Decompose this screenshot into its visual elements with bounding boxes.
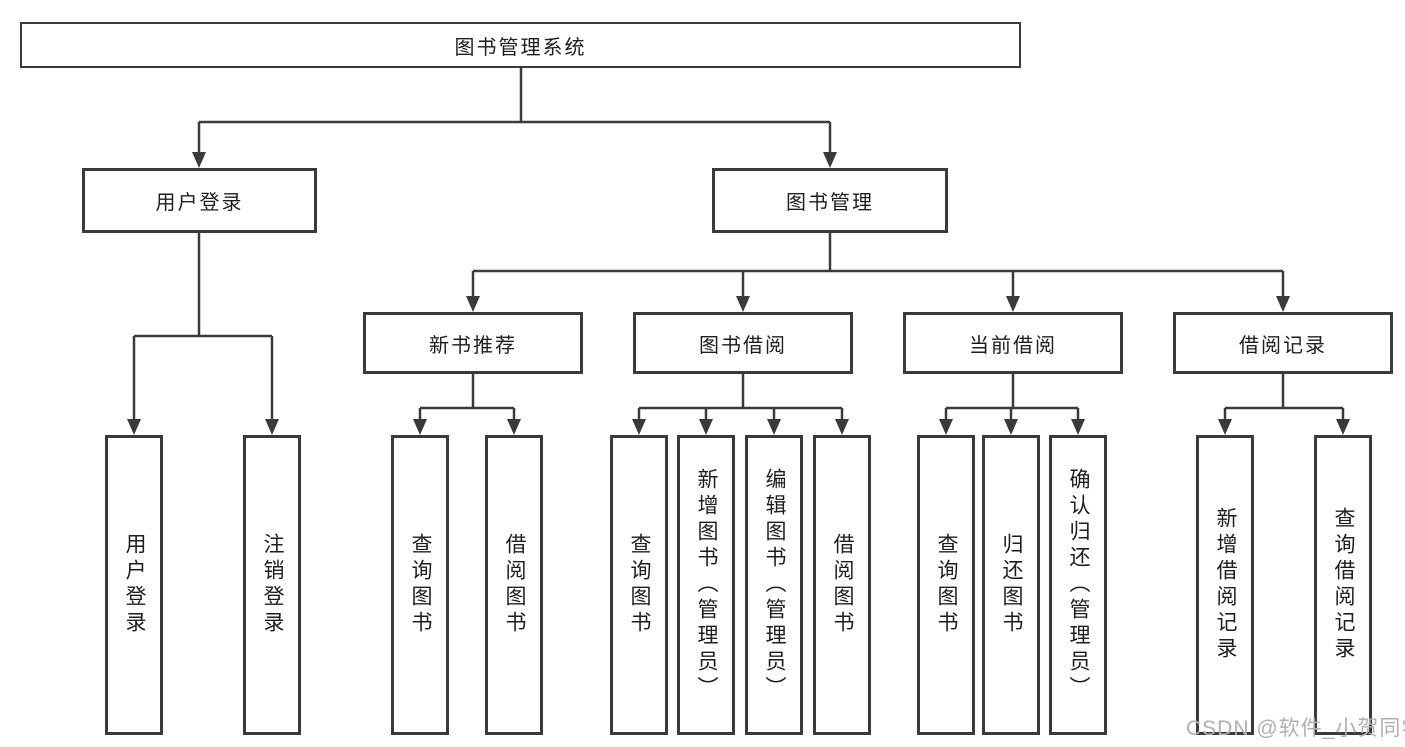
leaf-query-borrow-record: 查询借阅记录: [1314, 435, 1372, 735]
leaf-borrow-books-borrowing: 借阅图书: [813, 435, 871, 735]
node-label: 确认归还（管理员）: [1067, 468, 1090, 702]
leaf-borrow-books-recommend: 借阅图书: [485, 435, 543, 735]
leaf-logout: 注销登录: [243, 435, 301, 735]
node-label: 新增借阅记录: [1214, 507, 1237, 663]
node-label: 当前借阅: [969, 334, 1057, 357]
node-label: 编辑图书（管理员）: [763, 468, 786, 702]
node-label: 查询图书: [409, 533, 432, 637]
node-label: 借阅图书: [831, 533, 854, 637]
leaf-add-borrow-record: 新增借阅记录: [1196, 435, 1254, 735]
arrowheads: [127, 152, 1350, 435]
node-label: 借阅记录: [1239, 334, 1327, 357]
leaf-user-login: 用户登录: [105, 435, 163, 735]
leaf-query-books-recommend: 查询图书: [391, 435, 449, 735]
node-label: 注销登录: [261, 533, 284, 637]
node-root: 图书管理系统: [20, 22, 1021, 68]
node-label: 新增图书（管理员）: [695, 468, 718, 702]
node-book-borrowing: 图书借阅: [633, 312, 853, 374]
leaf-query-books-current: 查询图书: [917, 435, 975, 735]
node-label: 查询借阅记录: [1332, 507, 1355, 663]
leaf-edit-book-admin: 编辑图书（管理员）: [745, 435, 803, 735]
node-book-management: 图书管理: [712, 168, 948, 233]
node-label: 图书管理: [786, 192, 874, 214]
node-label: 图书借阅: [699, 334, 787, 357]
watermark: CSDN @软件_小贺同学: [1186, 717, 1405, 740]
node-user-login: 用户登录: [82, 168, 317, 233]
node-label: 用户登录: [123, 533, 146, 637]
node-label: 借阅图书: [503, 533, 526, 637]
node-label: 查询图书: [935, 533, 958, 637]
node-borrow-records: 借阅记录: [1173, 312, 1393, 374]
node-label: 用户登录: [155, 192, 244, 214]
leaf-return-book: 归还图书: [982, 435, 1040, 735]
node-label: 查询图书: [628, 533, 651, 637]
leaf-confirm-return-admin: 确认归还（管理员）: [1049, 435, 1107, 735]
leaf-add-book-admin: 新增图书（管理员）: [677, 435, 735, 735]
node-new-book-recommend: 新书推荐: [363, 312, 583, 374]
node-current-borrowing: 当前借阅: [903, 312, 1123, 374]
node-label: 图书管理系统: [454, 36, 587, 59]
node-label: 归还图书: [1000, 533, 1023, 637]
node-label: 新书推荐: [429, 334, 517, 357]
leaf-query-books-borrowing: 查询图书: [610, 435, 668, 735]
